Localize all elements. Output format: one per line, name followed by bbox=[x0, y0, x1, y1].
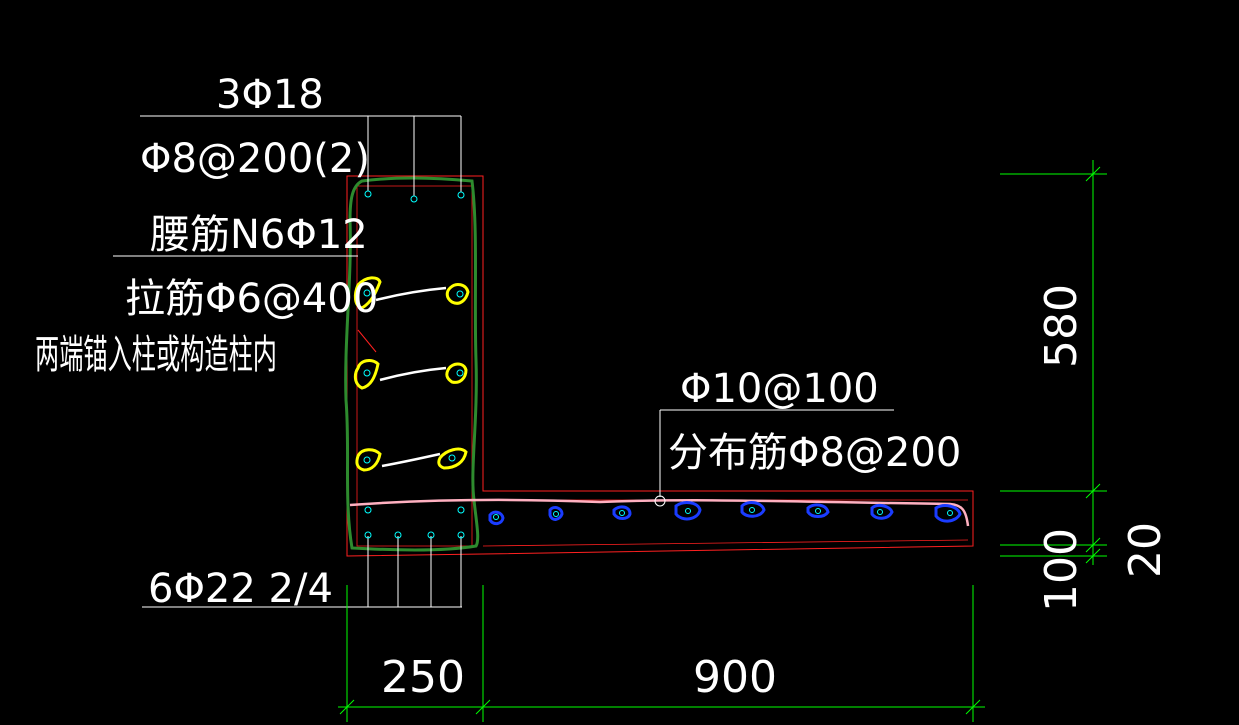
top-rebar bbox=[410, 195, 418, 203]
dist-center bbox=[553, 511, 559, 517]
beam-outline bbox=[346, 175, 974, 557]
waist-rebars bbox=[353, 276, 470, 472]
dist-center bbox=[815, 508, 821, 514]
dim-v-tick-bottom bbox=[1085, 548, 1101, 564]
waist-rebar bbox=[445, 283, 470, 305]
stirrup-label: Φ8@200(2) bbox=[140, 136, 370, 182]
waist-center bbox=[363, 456, 371, 464]
waist-rebar-label: 腰筋N6Φ12 bbox=[150, 212, 368, 258]
waist-rebar bbox=[353, 359, 380, 390]
waist-rebar bbox=[437, 447, 468, 470]
waist-center bbox=[456, 369, 464, 377]
dist-center bbox=[877, 509, 883, 515]
bottom-rebar bbox=[457, 506, 465, 514]
dim-h-tick-mid bbox=[475, 699, 491, 715]
top-rebar-leaders bbox=[140, 115, 462, 196]
dim-v-tick-slab bbox=[1085, 483, 1101, 499]
bottom-rebar bbox=[394, 531, 402, 539]
dim-v-tick-gap bbox=[1085, 537, 1101, 553]
waist-center bbox=[448, 454, 456, 462]
dist-center bbox=[685, 508, 691, 514]
dim-slab-gap: 20 bbox=[1120, 522, 1171, 578]
dim-beam-width: 250 bbox=[381, 652, 465, 703]
tie-bar bbox=[379, 366, 447, 382]
dimension-lines bbox=[338, 160, 1107, 722]
slab-main-label: Φ10@100 bbox=[680, 366, 879, 412]
dist-bar bbox=[934, 504, 962, 523]
slab-leader-marker bbox=[654, 495, 666, 507]
slab-dist-label: 分布筋Φ8@200 bbox=[668, 430, 961, 476]
dim-h-tick-right bbox=[965, 699, 981, 715]
red-tick bbox=[357, 329, 377, 353]
top-rebar-label: 3Φ18 bbox=[216, 72, 324, 118]
dim-v-tick-top bbox=[1085, 166, 1101, 182]
dist-bar bbox=[674, 501, 702, 521]
dim-beam-height: 580 bbox=[1036, 284, 1087, 368]
stirrup-outline bbox=[344, 176, 480, 552]
bottom-rebar bbox=[427, 531, 435, 539]
inner-cover-line bbox=[356, 185, 473, 547]
tie-bars bbox=[375, 286, 447, 468]
dist-center bbox=[493, 514, 499, 520]
slab-dist-bars bbox=[488, 501, 962, 526]
dist-center bbox=[749, 507, 755, 513]
dist-bar bbox=[612, 505, 632, 520]
dist-center bbox=[619, 510, 625, 516]
top-rebar bbox=[364, 190, 372, 198]
bottom-rebars bbox=[364, 506, 465, 539]
waist-rebar bbox=[445, 362, 468, 384]
dim-slab-thick: 100 bbox=[1036, 528, 1087, 612]
bottom-rebar-label: 6Φ22 2/4 bbox=[148, 566, 333, 612]
dist-bar bbox=[548, 505, 564, 521]
waist-rebar bbox=[355, 448, 382, 472]
slab-dist-centers bbox=[493, 507, 953, 520]
top-rebars bbox=[364, 190, 465, 203]
dist-bar bbox=[806, 503, 830, 518]
tie-bar bbox=[375, 286, 447, 302]
bottom-rebar-leaders bbox=[142, 536, 462, 608]
tie-note-label: 两端锚入柱或构造柱内 bbox=[35, 332, 277, 378]
bottom-rebar bbox=[457, 531, 465, 539]
waist-center bbox=[456, 290, 464, 298]
dist-bar bbox=[870, 503, 894, 520]
top-rebar bbox=[457, 191, 465, 199]
waist-center bbox=[363, 369, 371, 377]
waist-rebar bbox=[353, 276, 382, 310]
bottom-rebar bbox=[364, 506, 372, 514]
slab-main-bar bbox=[349, 498, 970, 527]
dim-slab-length: 900 bbox=[693, 652, 777, 703]
concrete-outline bbox=[346, 175, 974, 557]
dist-center bbox=[947, 510, 953, 516]
tie-bar-label: 拉筋Φ6@400 bbox=[125, 276, 378, 322]
bottom-rebar bbox=[364, 531, 372, 539]
slab-leader bbox=[654, 409, 894, 507]
waist-rebar-centers bbox=[363, 289, 464, 464]
waist-center bbox=[363, 289, 371, 297]
dist-bar bbox=[488, 510, 505, 526]
tie-bar bbox=[381, 452, 441, 468]
dist-bar bbox=[740, 501, 766, 518]
dim-h-tick-left bbox=[339, 699, 355, 715]
slab-bottom-inner bbox=[482, 539, 969, 547]
